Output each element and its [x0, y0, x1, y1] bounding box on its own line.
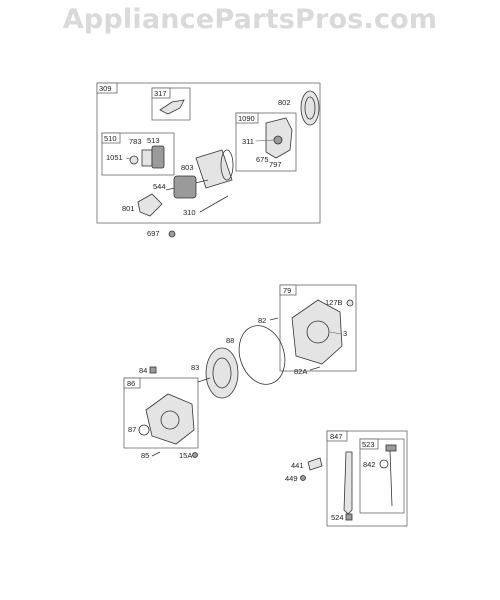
part-803-housing [195, 149, 233, 189]
group-523-tab [359, 438, 379, 450]
label-85: 85 [141, 451, 149, 460]
label-1090: 1090 [238, 114, 255, 123]
label-842: 842 [363, 460, 376, 469]
label-82: 82 [258, 316, 266, 325]
group-317-tab [151, 87, 171, 99]
group-79-tab [279, 284, 297, 296]
part-84-plug [149, 366, 157, 374]
part-79-bearing [306, 320, 330, 344]
part-544-armature [173, 175, 197, 199]
group-847-tab [326, 430, 348, 442]
lead-3 [329, 331, 342, 335]
label-311: 311 [242, 137, 254, 146]
label-449: 449 [285, 474, 298, 483]
part-449-screw [300, 475, 306, 481]
label-88: 88 [226, 336, 234, 345]
label-1051: 1051 [106, 153, 123, 162]
part-310-bolt [199, 195, 229, 213]
label-523: 523 [362, 440, 375, 449]
part-802-gasket [300, 90, 320, 126]
label-802: 802 [278, 98, 291, 107]
group-510-box [101, 132, 175, 176]
part-82-screw [269, 317, 279, 321]
part-801-brush-plate [137, 193, 163, 217]
label-15a: 15A [179, 451, 192, 460]
group-309-box [96, 82, 321, 224]
group-86-box [123, 377, 199, 449]
part-317-clip [159, 99, 185, 115]
label-79: 79 [283, 286, 291, 295]
starter-assembly-group: 309 317 510 783 513 1051 1090 311 675 79… [96, 82, 321, 238]
group-86-tab [123, 377, 141, 389]
label-513: 513 [147, 136, 160, 145]
label-783: 783 [129, 137, 142, 146]
label-797: 797 [269, 160, 282, 169]
label-847: 847 [330, 432, 343, 441]
part-15a [192, 452, 198, 458]
part-847-fill-tube [343, 451, 353, 515]
label-544: 544 [153, 182, 166, 191]
group-79-box [279, 284, 357, 372]
part-802-inner [304, 96, 316, 120]
group-510-tab [101, 132, 121, 144]
lead-311 [255, 139, 275, 142]
group-523-box [359, 438, 405, 514]
engine-lower-group: 79 127B 3 82 88 82A 83 84 86 87 85 15A [123, 284, 408, 527]
group-1090-tab [235, 112, 259, 124]
part-523-dipstick-cap [385, 444, 397, 452]
part-83-flywheel [205, 347, 239, 399]
label-83: 83 [191, 363, 199, 372]
label-510: 510 [104, 134, 117, 143]
part-697-screw [168, 230, 176, 238]
part-88-gasket [238, 325, 286, 385]
lead-1051 [125, 157, 132, 160]
part-842-oring [379, 459, 389, 469]
part-86-sump [145, 393, 195, 445]
label-3: 3 [343, 329, 347, 338]
part-87-seal [138, 424, 150, 436]
part-524-seal [345, 513, 353, 521]
label-697: 697 [147, 229, 160, 238]
part-1051 [129, 155, 139, 165]
label-309: 309 [99, 84, 112, 93]
group-309-tab [96, 82, 118, 94]
part-79-crankcase-cover [291, 299, 343, 365]
watermark: AppliancePartsPros.com [62, 4, 438, 35]
part-523-dipstick [389, 450, 393, 507]
group-1090-box [235, 112, 297, 172]
label-82a: 82A [294, 367, 307, 376]
group-847-box [326, 430, 408, 527]
part-86-boss [160, 410, 180, 430]
label-127b: 127B [325, 298, 343, 307]
label-87: 87 [128, 425, 136, 434]
part-311 [273, 135, 283, 145]
part-513-gear [151, 145, 165, 169]
label-675: 675 [256, 155, 269, 164]
label-86: 86 [127, 379, 135, 388]
part-803-rim [220, 149, 234, 181]
part-85-screw [151, 451, 161, 457]
part-441-clip [307, 457, 323, 471]
label-317: 317 [154, 89, 167, 98]
part-83-rim [212, 357, 232, 389]
label-803: 803 [181, 163, 194, 172]
part-783-pinion [141, 149, 153, 167]
label-524: 524 [331, 513, 344, 522]
label-441: 441 [291, 461, 304, 470]
label-801: 801 [122, 204, 135, 213]
label-310: 310 [183, 208, 196, 217]
part-83-shaft [197, 377, 211, 383]
part-127b [346, 299, 354, 307]
part-82a-screw [309, 366, 321, 371]
group-317-box [151, 87, 191, 121]
label-84: 84 [139, 366, 147, 375]
